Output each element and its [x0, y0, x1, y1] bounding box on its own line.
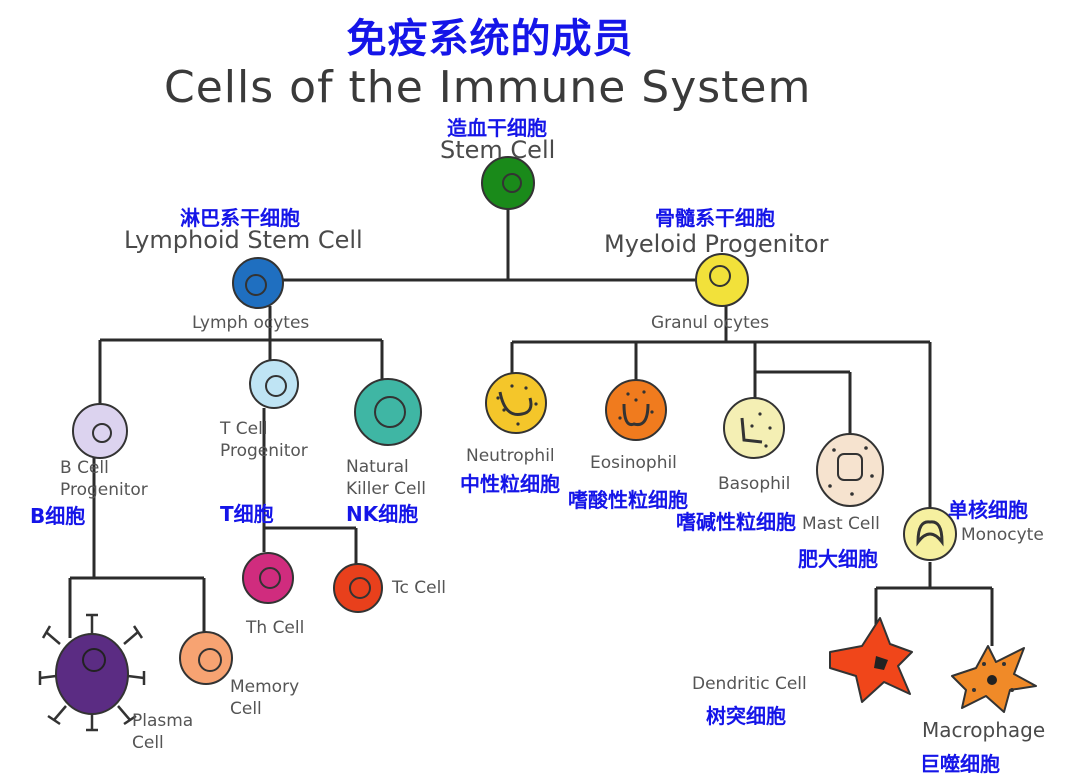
myeloid-progenitor-label-cn: 骨髓系干细胞 — [655, 206, 775, 230]
granulocytes-label: Granul ocytes — [651, 313, 770, 333]
page-title-en: Cells of the Immune System — [164, 62, 812, 113]
macrophage-icon — [951, 645, 1037, 713]
b-cell-progenitor-label-en: B Cell Progenitor — [60, 457, 148, 501]
plasma-cell-label-en: Plasma Cell — [132, 710, 193, 754]
lymphoid-stem-cell-label-cn: 淋巴系干细胞 — [180, 206, 300, 230]
macrophage-label-cn: 巨噬细胞 — [920, 752, 1000, 776]
dendritic-cell-label-en: Dendritic Cell — [692, 674, 807, 694]
cytotoxic-t-cell-icon — [333, 563, 383, 613]
plasma-cell-line2: Cell — [132, 733, 164, 753]
natural-killer-cell-label-en: Natural Killer Cell — [346, 456, 426, 500]
neutrophil-icon — [485, 372, 547, 434]
b-cell-progenitor-line1: B Cell — [60, 458, 109, 478]
natural-killer-cell-icon — [354, 378, 422, 446]
basophil-label-en: Basophil — [718, 474, 791, 494]
mast-cell-icon — [816, 433, 884, 507]
eosinophil-label-en: Eosinophil — [590, 453, 677, 473]
plasma-cell-icon — [38, 613, 146, 732]
cytotoxic-t-cell-label-en: Tc Cell — [392, 578, 447, 598]
eosinophil-label-cn: 嗜酸性粒细胞 — [568, 488, 688, 512]
memory-cell-line1: Memory — [230, 677, 300, 697]
t-cell-progenitor-line1: T Cell — [220, 419, 268, 439]
basophil-label-cn: 嗜碱性粒细胞 — [676, 510, 796, 534]
t-cell-progenitor-icon — [249, 359, 299, 409]
helper-t-cell-label-en: Th Cell — [246, 618, 305, 638]
eosinophil-icon — [605, 379, 667, 441]
t-cell-label-cn: T细胞 — [220, 502, 274, 526]
mast-cell-label-cn: 肥大细胞 — [798, 547, 878, 571]
stem-cell-label-cn: 造血干细胞 — [447, 116, 547, 140]
myeloid-progenitor-label-en: Myeloid Progenitor — [604, 230, 829, 258]
natural-killer-line1: Natural — [346, 457, 409, 477]
lymphoid-stem-cell-label-en: Lymphoid Stem Cell — [124, 226, 363, 254]
memory-cell-icon — [179, 631, 233, 685]
basophil-icon — [723, 397, 785, 459]
lymphoid-stem-cell-icon — [232, 257, 284, 309]
lymphocytes-label: Lymph ocytes — [192, 313, 310, 333]
dendritic-cell-label-cn: 树突细胞 — [706, 704, 786, 728]
memory-cell-label-en: Memory Cell — [230, 676, 299, 720]
b-cell-label-cn: B细胞 — [30, 504, 86, 528]
neutrophil-label-cn: 中性粒细胞 — [460, 472, 560, 496]
b-cell-progenitor-line2: Progenitor — [60, 480, 148, 500]
monocyte-label-cn: 单核细胞 — [948, 498, 1028, 522]
helper-t-cell-icon — [242, 552, 294, 604]
mast-cell-label-en: Mast Cell — [802, 514, 880, 534]
memory-cell-line2: Cell — [230, 699, 262, 719]
dendritic-cell-icon — [829, 617, 913, 703]
monocyte-label-en: Monocyte — [961, 525, 1044, 545]
connector-lines — [68, 208, 994, 646]
stem-cell-label-en: Stem Cell — [440, 136, 556, 164]
t-cell-progenitor-label-en: T Cell Progenitor — [220, 418, 308, 462]
t-cell-progenitor-line2: Progenitor — [220, 441, 308, 461]
b-cell-progenitor-icon — [72, 403, 128, 459]
myeloid-progenitor-icon — [695, 253, 749, 307]
natural-killer-line2: Killer Cell — [346, 479, 426, 499]
stem-cell-icon — [481, 156, 535, 210]
neutrophil-label-en: Neutrophil — [466, 446, 555, 466]
page-title-cn: 免疫系统的成员 — [346, 16, 634, 62]
macrophage-label-en: Macrophage — [922, 718, 1046, 742]
plasma-cell-line1: Plasma — [132, 711, 194, 731]
nk-cell-label-cn: NK细胞 — [346, 502, 419, 526]
monocyte-icon — [903, 507, 957, 561]
